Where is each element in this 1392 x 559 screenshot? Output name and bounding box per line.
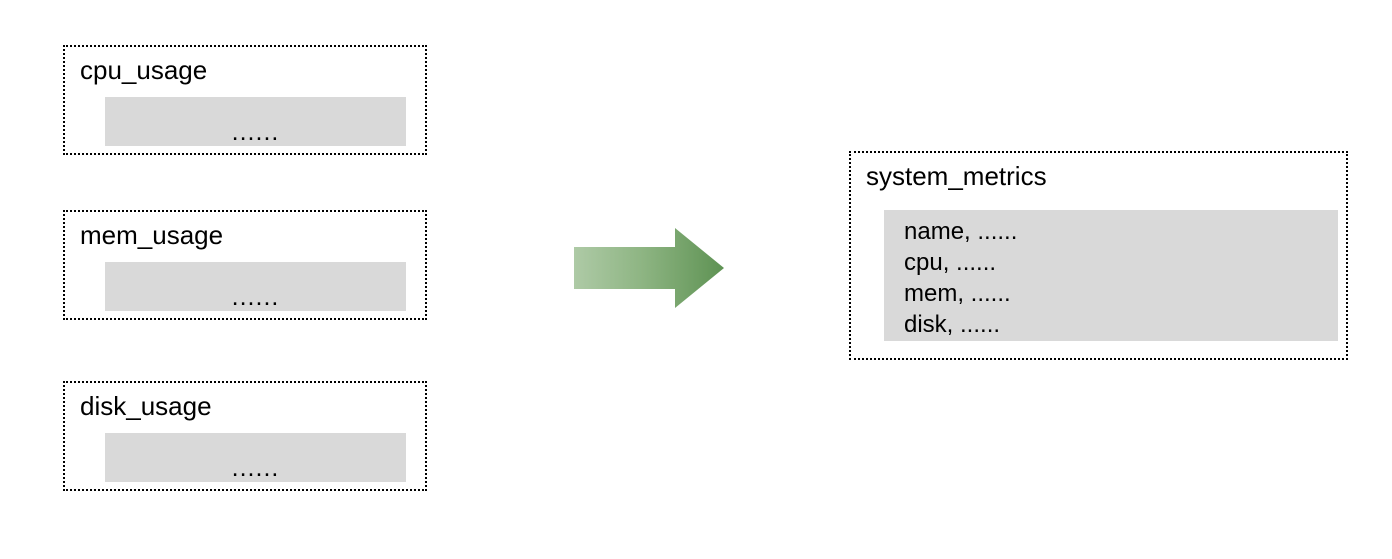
node-body: ...... bbox=[105, 97, 406, 146]
field-row: cpu, ...... bbox=[904, 249, 997, 276]
ellipsis-placeholder: ...... bbox=[231, 118, 280, 146]
field-row: mem, ...... bbox=[904, 280, 1011, 307]
node-body: name, ...... cpu, ...... mem, ...... dis… bbox=[884, 210, 1338, 341]
node-title: cpu_usage bbox=[80, 55, 208, 85]
source-node-cpu-usage[interactable]: cpu_usage ...... bbox=[63, 45, 427, 155]
node-title: system_metrics bbox=[866, 161, 1047, 191]
ellipsis-placeholder: ...... bbox=[231, 454, 280, 482]
right-arrow-icon bbox=[572, 226, 726, 310]
node-body: ...... bbox=[105, 433, 406, 482]
ellipsis-placeholder: ...... bbox=[231, 283, 280, 311]
node-body: ...... bbox=[105, 262, 406, 311]
field-row: disk, ...... bbox=[904, 311, 1001, 338]
source-node-mem-usage[interactable]: mem_usage ...... bbox=[63, 210, 427, 320]
target-node-system-metrics[interactable]: system_metrics name, ...... cpu, ...... … bbox=[849, 151, 1348, 360]
field-row: name, ...... bbox=[904, 218, 1018, 245]
source-node-disk-usage[interactable]: disk_usage ...... bbox=[63, 381, 427, 491]
node-title: disk_usage bbox=[80, 391, 212, 421]
node-title: mem_usage bbox=[80, 220, 224, 250]
